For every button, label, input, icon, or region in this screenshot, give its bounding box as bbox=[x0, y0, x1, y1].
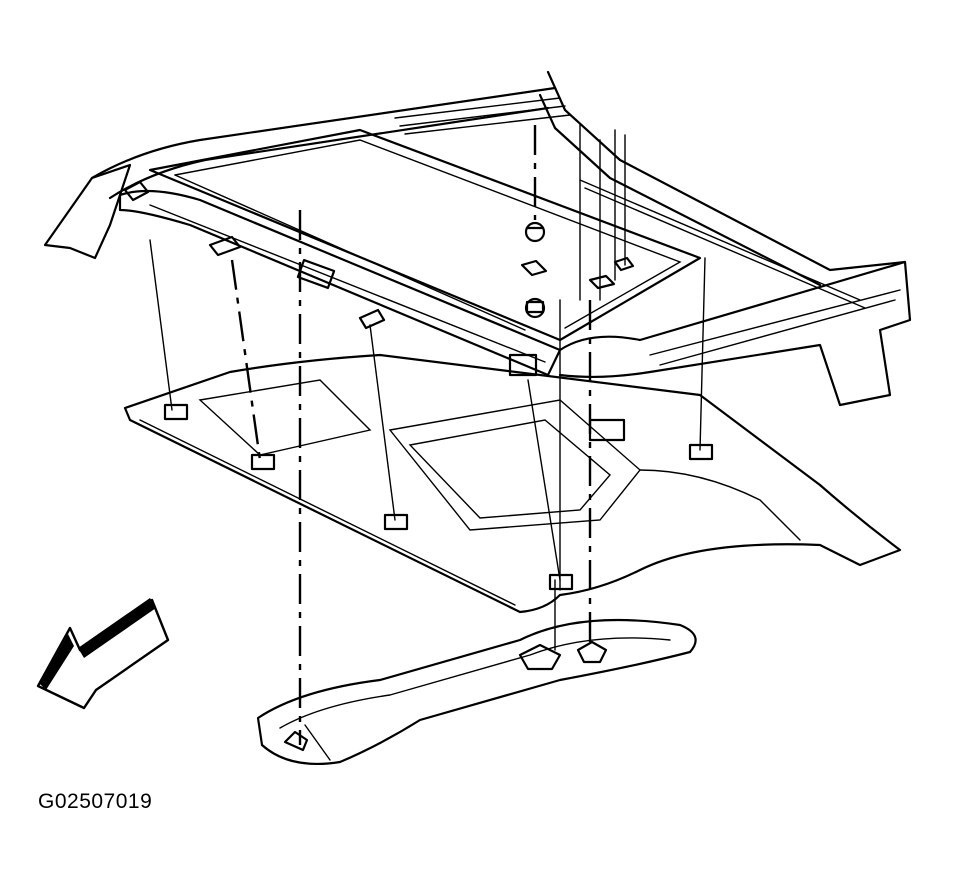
front-direction-arrow-icon bbox=[36, 598, 170, 710]
alignment-lines bbox=[149, 124, 706, 745]
headliner-panel bbox=[123, 353, 902, 614]
sunroof-trim-panel bbox=[256, 618, 697, 765]
roof-frame bbox=[43, 70, 912, 407]
figure-code: G02507019 bbox=[38, 790, 153, 813]
